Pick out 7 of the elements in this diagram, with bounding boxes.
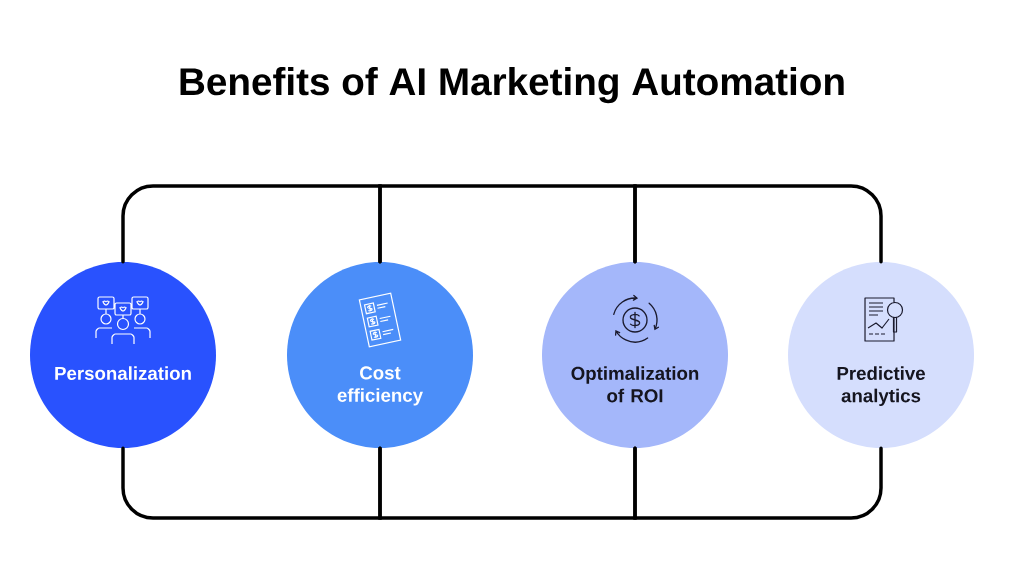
connector-line (633, 184, 883, 264)
circle-node: Optimalization of ROI (542, 262, 728, 448)
connector-line (633, 446, 883, 520)
circle-node: Personalization (30, 262, 216, 448)
circle-node: Predictive analytics (788, 262, 974, 448)
title: Benefits of AI Marketing Automation (180, 66, 844, 104)
circle-node: Cost efficiency (287, 262, 473, 448)
